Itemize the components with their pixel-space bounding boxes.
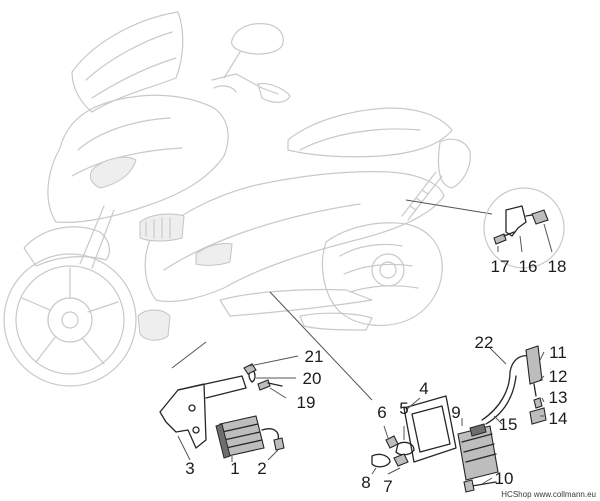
nut-part-7 (393, 453, 409, 467)
handlebar (211, 73, 279, 95)
callout-9: 9 (451, 403, 460, 422)
callout-17: 17 (491, 257, 510, 276)
washer-part-8 (371, 453, 391, 468)
callout-5: 5 (399, 399, 408, 418)
clip-part-18 (531, 209, 549, 225)
callout-7: 7 (383, 477, 392, 496)
detail-group-regulator (159, 341, 285, 459)
callout-4: 4 (419, 379, 428, 398)
detail-group-upper-right (405, 187, 565, 269)
callout-13: 13 (549, 388, 568, 407)
callout-1: 1 (230, 459, 239, 478)
side-panel (144, 171, 445, 303)
screw-part-19 (257, 379, 271, 391)
callout-15: 15 (499, 415, 518, 434)
callout-3: 3 (185, 459, 194, 478)
front-wheel (3, 253, 137, 387)
engine-block (321, 222, 443, 327)
callout-18: 18 (548, 257, 567, 276)
nut-part-21 (243, 363, 257, 375)
callout-8: 8 (361, 473, 370, 492)
callout-22: 22 (475, 333, 494, 352)
callout-10: 10 (495, 469, 514, 488)
sensor-part-12 (533, 383, 537, 397)
leader-line-left (171, 341, 207, 369)
leader-line-right (269, 291, 373, 401)
cable-part-15 (481, 354, 531, 421)
seat (287, 107, 453, 158)
callout-20: 20 (303, 369, 322, 388)
callout-12: 12 (549, 367, 568, 386)
windscreen (71, 11, 184, 113)
callout-21: 21 (305, 347, 324, 366)
headlight (89, 156, 137, 189)
leader-line-upper (405, 199, 493, 215)
clip-part-13 (533, 397, 543, 409)
detail-group-control-unit (269, 291, 547, 493)
callout-16: 16 (519, 257, 538, 276)
callout-2: 2 (257, 459, 266, 478)
front-fender (23, 226, 110, 267)
nut-part-6 (385, 435, 399, 449)
mirror (231, 23, 284, 55)
scooter-outline (3, 11, 471, 387)
callout-19: 19 (297, 393, 316, 412)
connector-part-2 (261, 428, 280, 441)
callout-numbers: 1 2 3 4 5 6 7 8 9 10 11 12 13 14 15 16 1… (185, 257, 567, 496)
callout-6: 6 (377, 403, 386, 422)
callout-11: 11 (549, 343, 567, 362)
bracket-part-16 (505, 205, 527, 237)
callout-14: 14 (549, 409, 568, 428)
screw-part-17 (493, 233, 507, 245)
credit-text: HCShop www.collmann.eu (501, 490, 596, 499)
front-fairing (47, 94, 229, 223)
bolt-part-10 (471, 481, 497, 487)
callout-leaders (177, 223, 553, 485)
rear-shock (401, 171, 443, 221)
bracket-part-3 (159, 383, 207, 449)
sensor-part-11 (525, 345, 543, 385)
floorboard (219, 288, 373, 317)
washer-part-5 (395, 441, 415, 456)
grommet-part-14 (529, 407, 547, 425)
